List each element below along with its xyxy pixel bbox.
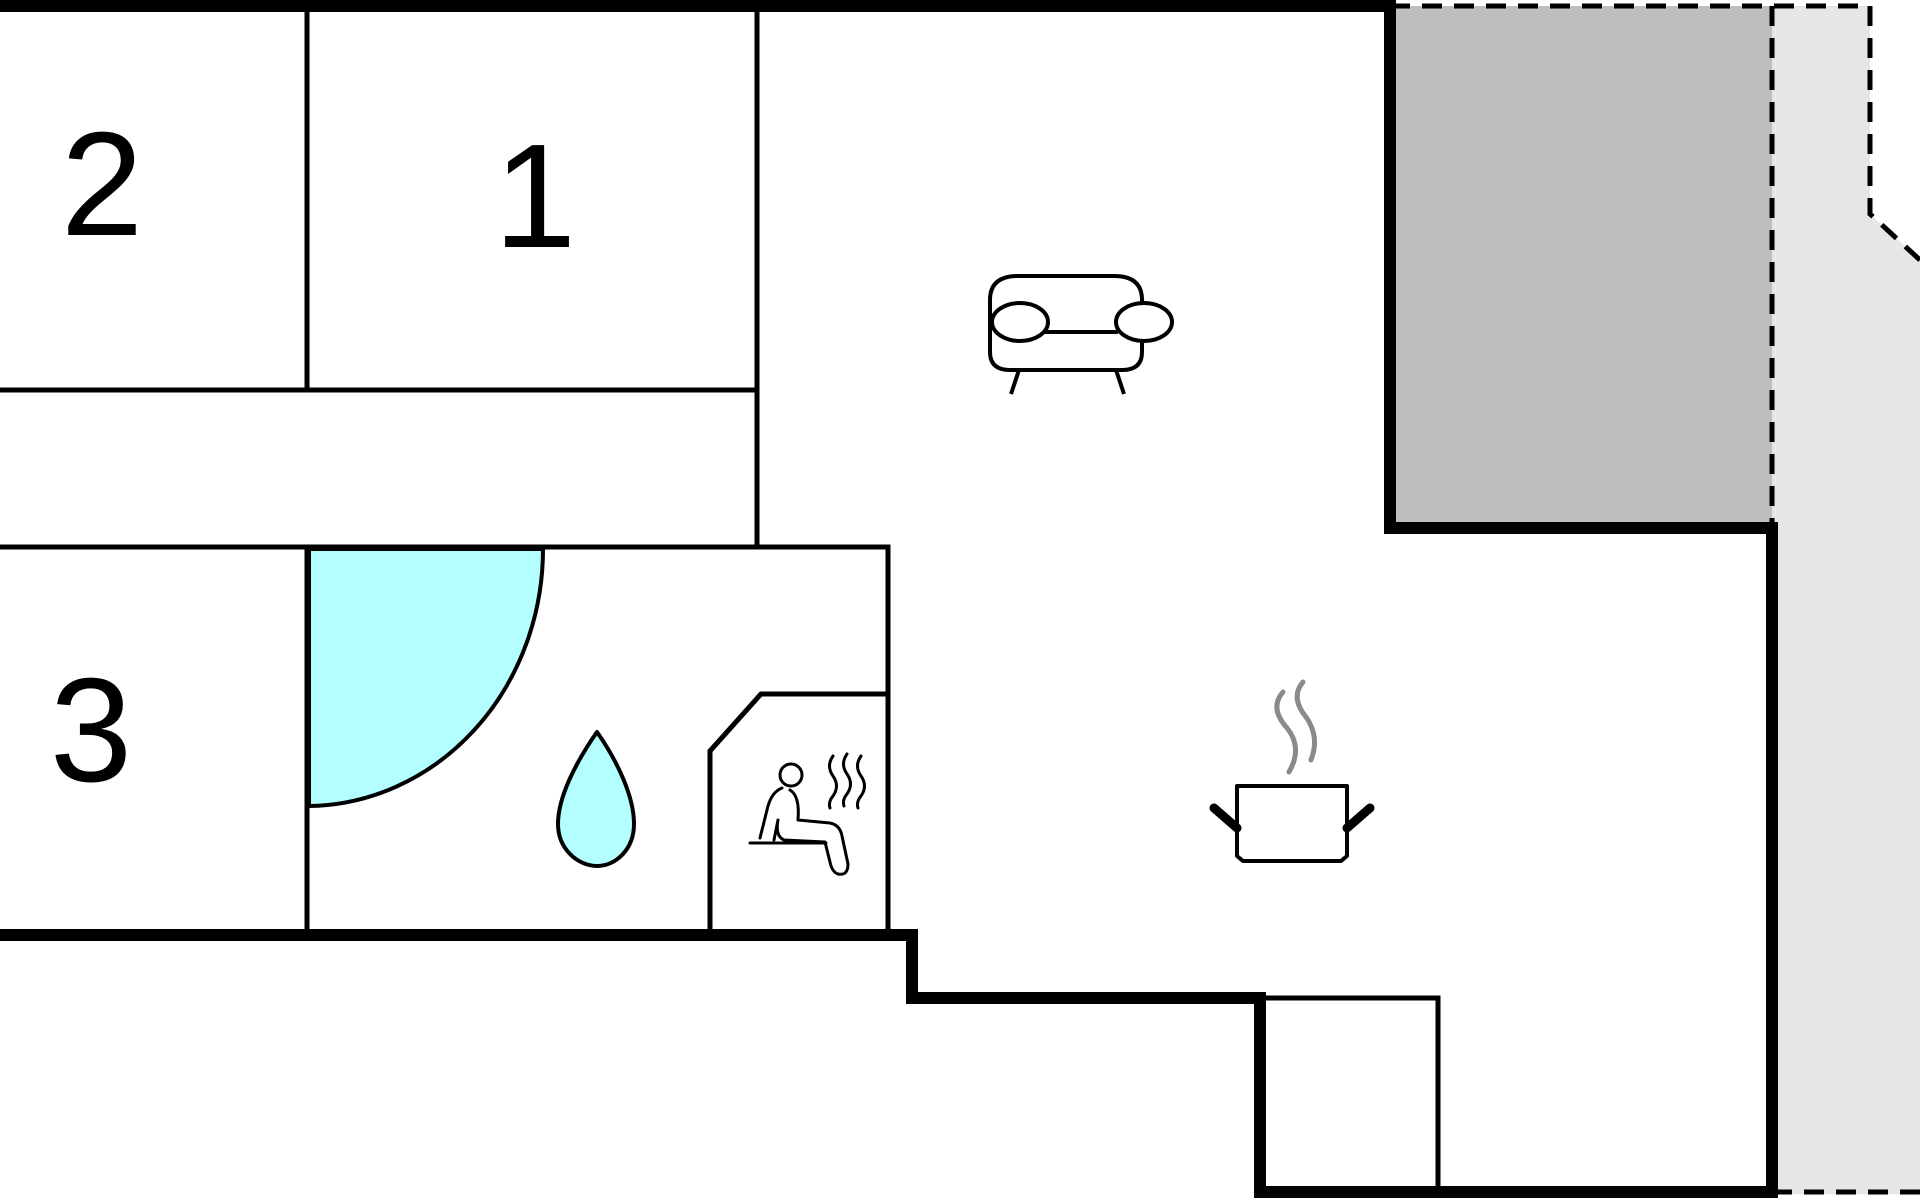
cooking-pot-icon: [1209, 679, 1375, 863]
shower-area: [307, 547, 546, 809]
room-number-1: 1: [494, 114, 576, 279]
interior-walls: [0, 3, 1441, 1195]
open-terrace: [1772, 6, 1920, 1194]
covered-terrace-outline: [1390, 3, 1870, 528]
room-number-2: 2: [61, 102, 143, 267]
open-terrace-outline: [1772, 6, 1920, 1195]
outer-walls: [0, 0, 1778, 1198]
sauna-icon: [748, 752, 866, 876]
covered-terrace: [1390, 6, 1772, 528]
water-drop-icon: [556, 730, 636, 868]
sofa-icon: [988, 274, 1174, 395]
room-number-3: 3: [50, 648, 132, 813]
